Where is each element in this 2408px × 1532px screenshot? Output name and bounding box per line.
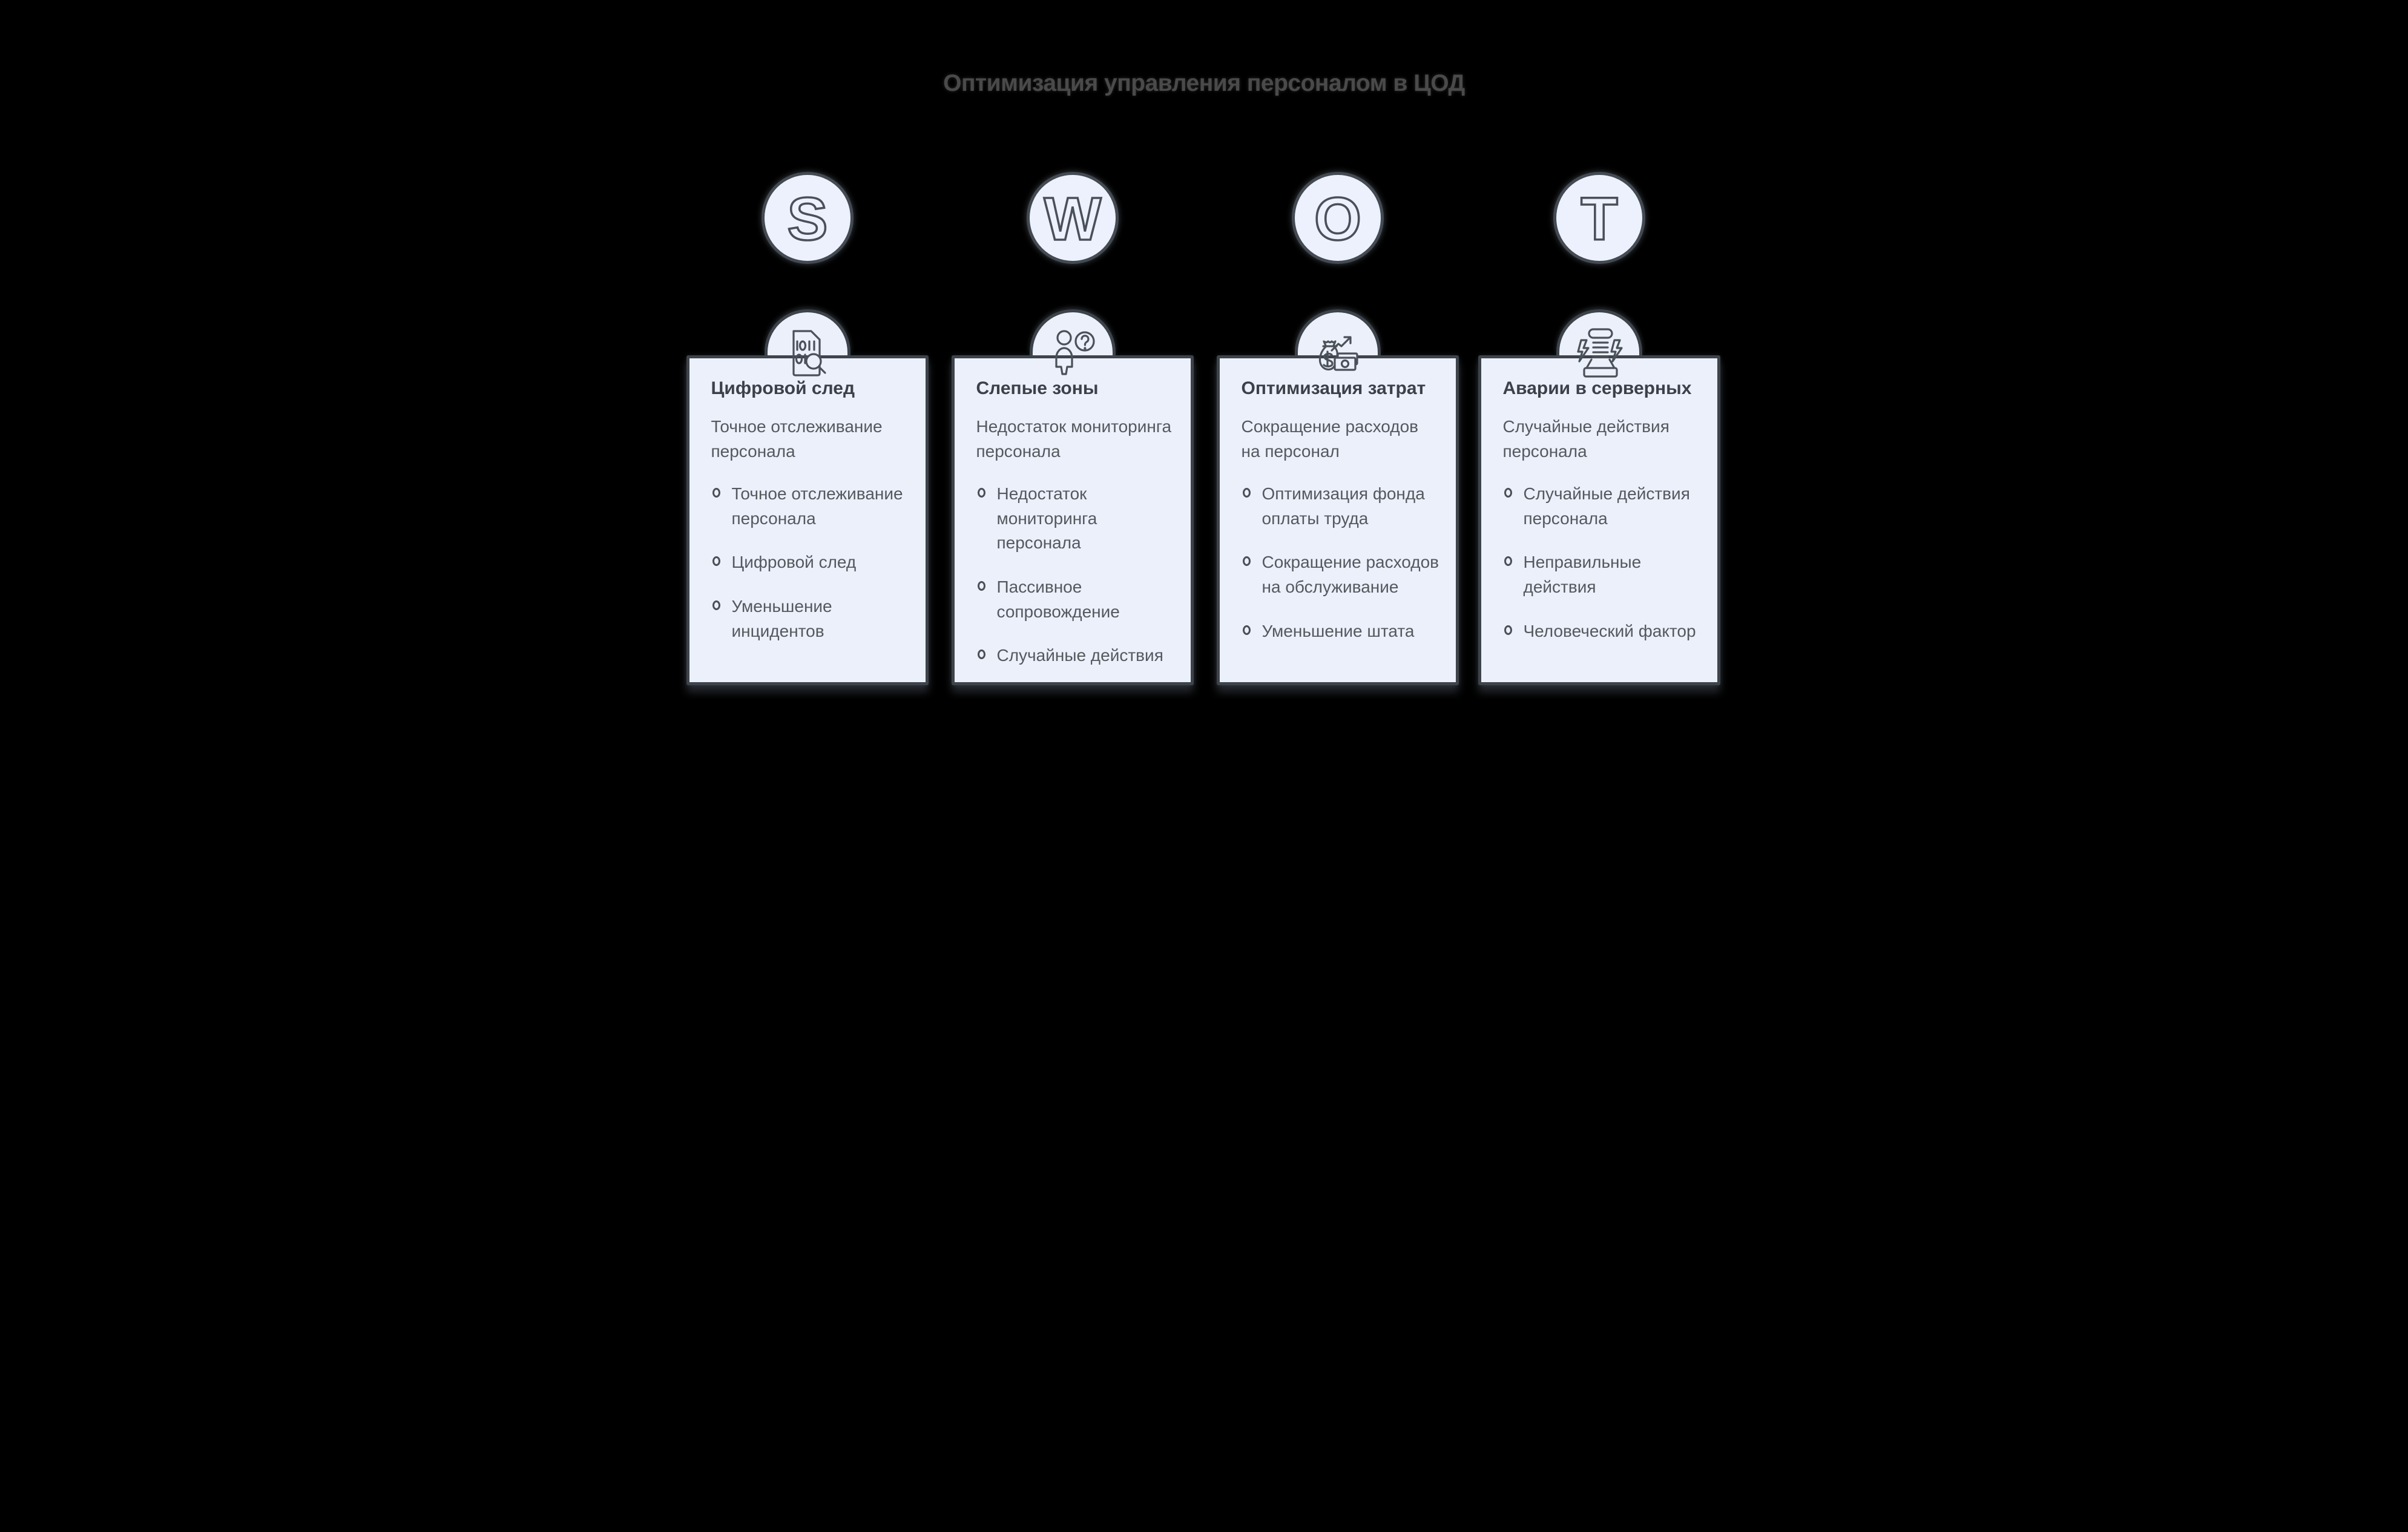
card-subtitle: Случайные действия персонала — [1502, 417, 1669, 461]
bullet-list: Точное отслеживание персонала Цифровой с… — [711, 482, 911, 643]
bullet-item: Уменьшение штата — [1242, 619, 1441, 644]
letter-o: O — [1314, 185, 1361, 253]
swot-column-threats: T Аварии в серверных Случайные действия … — [1478, 0, 1720, 766]
threats-card: Аварии в серверных Случайные действия пе… — [1478, 355, 1720, 685]
bullet-list: Недостаток мониторинга персонала Пассивн… — [976, 482, 1176, 668]
card-subtitle: Точное отслеживание персонала — [711, 417, 883, 461]
bullet-list: Случайные действия персонала Неправильны… — [1503, 482, 1703, 643]
bullet-list: Оптимизация фонда оплаты труда Сокращени… — [1242, 482, 1441, 643]
card-heading: Слепые зоны — [976, 378, 1099, 398]
card-heading: Цифровой след — [711, 378, 855, 398]
card-subtitle: Сокращение расходов на персонал — [1241, 417, 1419, 461]
bullet-item: Оптимизация фонда оплаты труда — [1242, 482, 1441, 531]
money-growth-icon — [1308, 323, 1368, 384]
bullet-item: Случайные действия — [977, 643, 1176, 668]
card-subtitle: Недостаток мониторинга персонала — [976, 417, 1172, 461]
letter-badge-o: O — [1291, 172, 1384, 264]
bullet-item: Цифровой след — [712, 550, 911, 575]
bullet-item: Уменьшение инцидентов — [712, 594, 911, 643]
letter-badge-w: W — [1026, 172, 1119, 264]
letter-t: T — [1581, 185, 1617, 253]
bullet-item: Неправильные действия — [1504, 550, 1703, 599]
swot-infographic: Оптимизация управления персоналом в ЦОД … — [602, 0, 1806, 766]
bullet-item: Сокращение расходов на обслуживание — [1242, 550, 1441, 599]
letter-s: S — [787, 185, 827, 253]
server-lightning-icon — [1569, 323, 1630, 384]
opportunities-card: Оптимизация затрат Сокращение расходов н… — [1216, 355, 1459, 685]
bullet-item: Пассивное сопровождение — [977, 575, 1176, 624]
weaknesses-card: Слепые зоны Недостаток мониторинга персо… — [951, 355, 1194, 685]
page-title: Оптимизация управления персоналом в ЦОД — [943, 70, 1465, 96]
card-heading: Аварии в серверных — [1502, 378, 1692, 398]
document-search-icon — [777, 323, 838, 384]
bullet-item: Недостаток мониторинга персонала — [977, 482, 1176, 556]
bullet-item: Случайные действия персонала — [1504, 482, 1703, 531]
swot-column-weaknesses: W Слепые зоны Недостаток мониторинга пер… — [951, 0, 1194, 766]
letter-w: W — [1044, 185, 1101, 253]
letter-badge-t: T — [1553, 172, 1645, 264]
swot-column-strengths: S Цифровой след Точное отслеживание перс… — [686, 0, 929, 766]
letter-badge-s: S — [761, 172, 854, 264]
bullet-item: Человеческий фактор — [1504, 619, 1703, 644]
strengths-card: Цифровой след Точное отслеживание персон… — [686, 355, 929, 685]
swot-column-opportunities: O Оптимизация затрат Сокращение расходов… — [1216, 0, 1459, 766]
bullet-item: Точное отслеживание персонала — [712, 482, 911, 531]
card-heading: Оптимизация затрат — [1241, 378, 1426, 398]
person-question-icon — [1042, 323, 1103, 384]
